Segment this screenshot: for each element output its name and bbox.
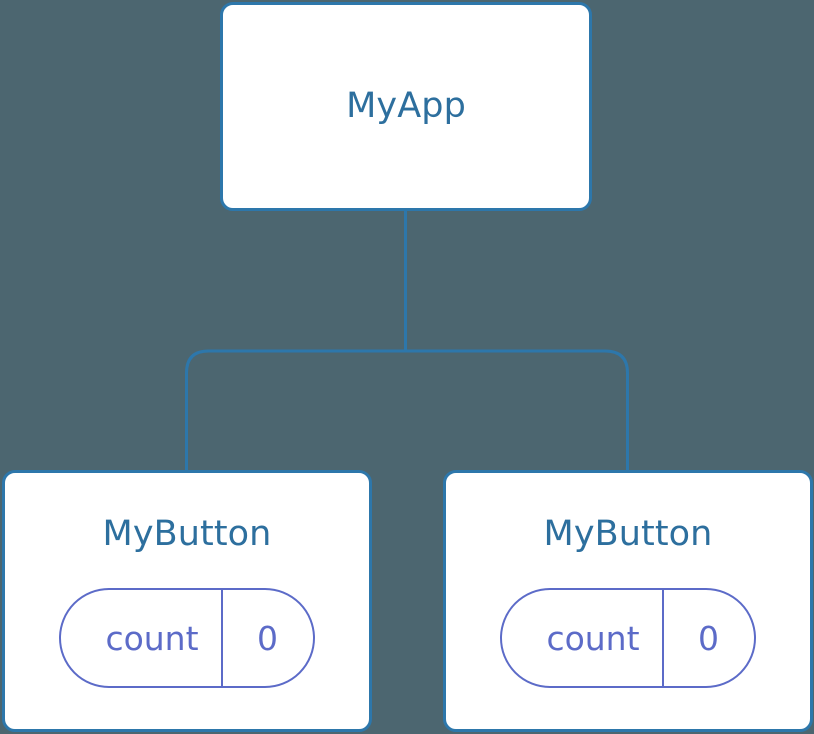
state-pill-count[interactable]: count 0 xyxy=(500,588,756,688)
node-title-myapp: MyApp xyxy=(346,86,466,126)
connector-branch-bar xyxy=(185,349,629,470)
node-title-mybutton: MyButton xyxy=(543,514,713,554)
tree-node-mybutton-left[interactable]: MyButton count 0 xyxy=(2,470,372,732)
node-title-mybutton: MyButton xyxy=(102,514,272,554)
state-key-label: count xyxy=(546,618,640,658)
tree-node-mybutton-right[interactable]: MyButton count 0 xyxy=(443,470,813,732)
state-value-label: 0 xyxy=(661,590,754,686)
tree-node-root[interactable]: MyApp xyxy=(220,2,592,211)
state-pill-count[interactable]: count 0 xyxy=(59,588,315,688)
state-key-label: count xyxy=(105,618,199,658)
state-value-label: 0 xyxy=(220,590,313,686)
